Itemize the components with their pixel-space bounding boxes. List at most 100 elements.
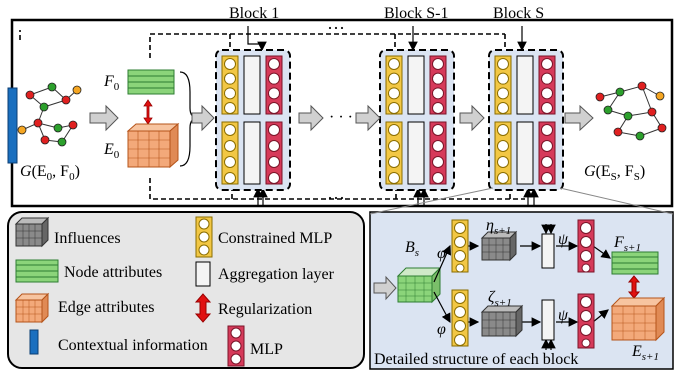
block-s-1-cmlp-neuron [388,72,400,85]
block-s-mlp-neuron [541,156,553,168]
legend-aggregation-icon [195,261,211,287]
psi-top-label: ψ [558,231,569,248]
zoom-line-2 [559,187,674,215]
block-1-cmlp-neuron [224,156,236,168]
block-1-cmlp-neuron [224,102,236,114]
Bs-label: Bs [405,239,419,259]
eta-label: ηs+1 [486,217,511,237]
block-s-mlp-neuron [541,140,553,152]
block-1-aggregation-0 [243,55,261,115]
zeta-label: ζs+1 [488,289,512,309]
zoom-line-1 [369,187,494,215]
legend-box [7,211,365,369]
legend-regularization-label: Regularization [218,301,312,318]
block-1-cmlp-neuron [224,72,236,85]
context-bar [7,87,18,164]
block-s-1-mlp-neuron [432,172,444,184]
E0-label: E0 [103,141,120,161]
input-graph-label: G(E0, F0) [20,163,80,183]
block-1-cmlp-neuron [224,87,236,100]
input-graph [17,82,82,147]
block-s-1-mlp-neuron [432,124,444,136]
block-s-cmlp-neuron [497,172,509,184]
block-1-mlp-neuron [268,87,280,100]
legend-mlp-label: MLP [250,341,283,358]
eta-tensor [480,230,518,262]
ellipsis-mid: · · · [329,109,353,126]
block-s-1-mlp-neuron [432,58,444,70]
block-s-cmlp-neuron [497,102,509,114]
legend-edge-label: Edge attributes [58,299,154,316]
phi-top-label: φ [437,245,446,262]
F-next-tensor [611,251,659,275]
detail-branches [433,224,611,350]
output-graph [595,81,667,141]
block-s-cmlp-neuron [497,156,509,168]
F-next-label: Fs+1 [613,234,641,254]
output-graph-label: G(ES, FS) [584,163,645,183]
block-s-cmlp-neuron [497,140,509,152]
block-s-1-aggregation-1 [407,121,425,185]
block-s-1-cmlp-neuron [388,58,400,70]
flow-arrow-4 [355,104,381,132]
block-s-1-cmlp-neuron [388,156,400,168]
flow-arrow-5 [459,104,485,132]
block-s-mlp-neuron [541,124,553,136]
block-s [488,49,564,191]
block-s-1-mlp-neuron [432,156,444,168]
legend-influences-icon [14,216,50,248]
block-s-title: Block S [493,5,544,22]
block-s-1-cmlp-neuron [388,102,400,114]
block-1 [215,49,291,191]
block-connectors [247,26,539,205]
block-s-1 [379,49,455,191]
legend-node-label: Node attributes [64,264,162,281]
block-s-1-cmlp-neuron [388,87,400,100]
dashed-routes [19,30,525,200]
block-1-cmlp-neuron [224,124,236,136]
detail-constrained-mlp-top [451,219,469,273]
block-1-mlp-neuron [268,140,280,152]
regularization-arrow-top [143,99,153,125]
block-s-1-mlp-neuron [432,102,444,114]
legend-node-icon [15,259,59,283]
legend-aggregation-label: Aggregation layer [218,266,335,283]
block-s-1-aggregation-0 [407,55,425,115]
block-s-1-title: Block S-1 [384,5,448,22]
legend-mlp-icon [227,325,245,367]
block-s-1-mlp-neuron [432,140,444,152]
detail-constrained-mlp-bottom [451,289,469,347]
block-1-cmlp-neuron [224,58,236,70]
block-1-mlp-neuron [268,58,280,70]
flow-arrow-2 [191,104,215,132]
block-s-cmlp-neuron [497,72,509,85]
flow-arrow-1 [89,104,119,132]
ellipsis-bottom: ··· [327,188,345,208]
detail-aggregation-top [541,233,555,269]
legend-edge-icon [14,292,50,324]
block-1-mlp-neuron [268,172,280,184]
detail-caption: Detailed structure of each block [374,351,578,368]
node-tensor-F0 [127,69,175,95]
block-s-cmlp-neuron [497,58,509,70]
legend-context-icon [29,329,39,355]
block-1-cmlp-neuron [224,172,236,184]
edge-tensor-E0 [126,122,180,169]
ellipsis-top: ··· [327,18,345,38]
block-s-1-mlp-neuron [432,72,444,85]
block-1-cmlp-neuron [224,140,236,152]
detail-mlp-bottom [577,293,595,349]
block-1-mlp-neuron [268,124,280,136]
block-s-mlp-neuron [541,58,553,70]
block-s-mlp-neuron [541,172,553,184]
block-s-1-cmlp-neuron [388,172,400,184]
block-1-mlp-neuron [268,102,280,114]
detail-input-arrow [373,275,397,301]
detail-mlp-top [577,219,595,273]
block-1-aggregation-1 [243,121,261,185]
E-next-label: Es+1 [631,343,659,363]
phi-bottom-label: φ [437,321,446,338]
block-s-mlp-neuron [541,72,553,85]
block-s-mlp-neuron [541,87,553,100]
